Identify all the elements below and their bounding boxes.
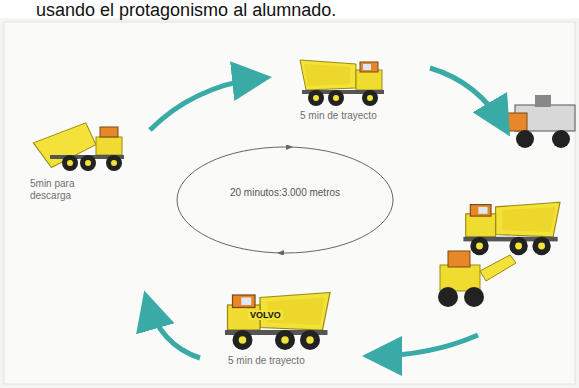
cycle-ellipse: 20 minutos:3.000 metros [175, 145, 395, 255]
node-text: 20 minutos:3.000 metros [175, 187, 395, 198]
page-heading: usando el protagonismo al alumnado. [36, 0, 336, 21]
step-label: 5 min de trayecto [228, 355, 305, 367]
truck-brand: VOLVO [248, 310, 283, 320]
step-label: 5 min de trayecto [300, 110, 377, 122]
step-label: 5min para descarga [30, 178, 90, 201]
ellipse-outline [175, 145, 395, 255]
